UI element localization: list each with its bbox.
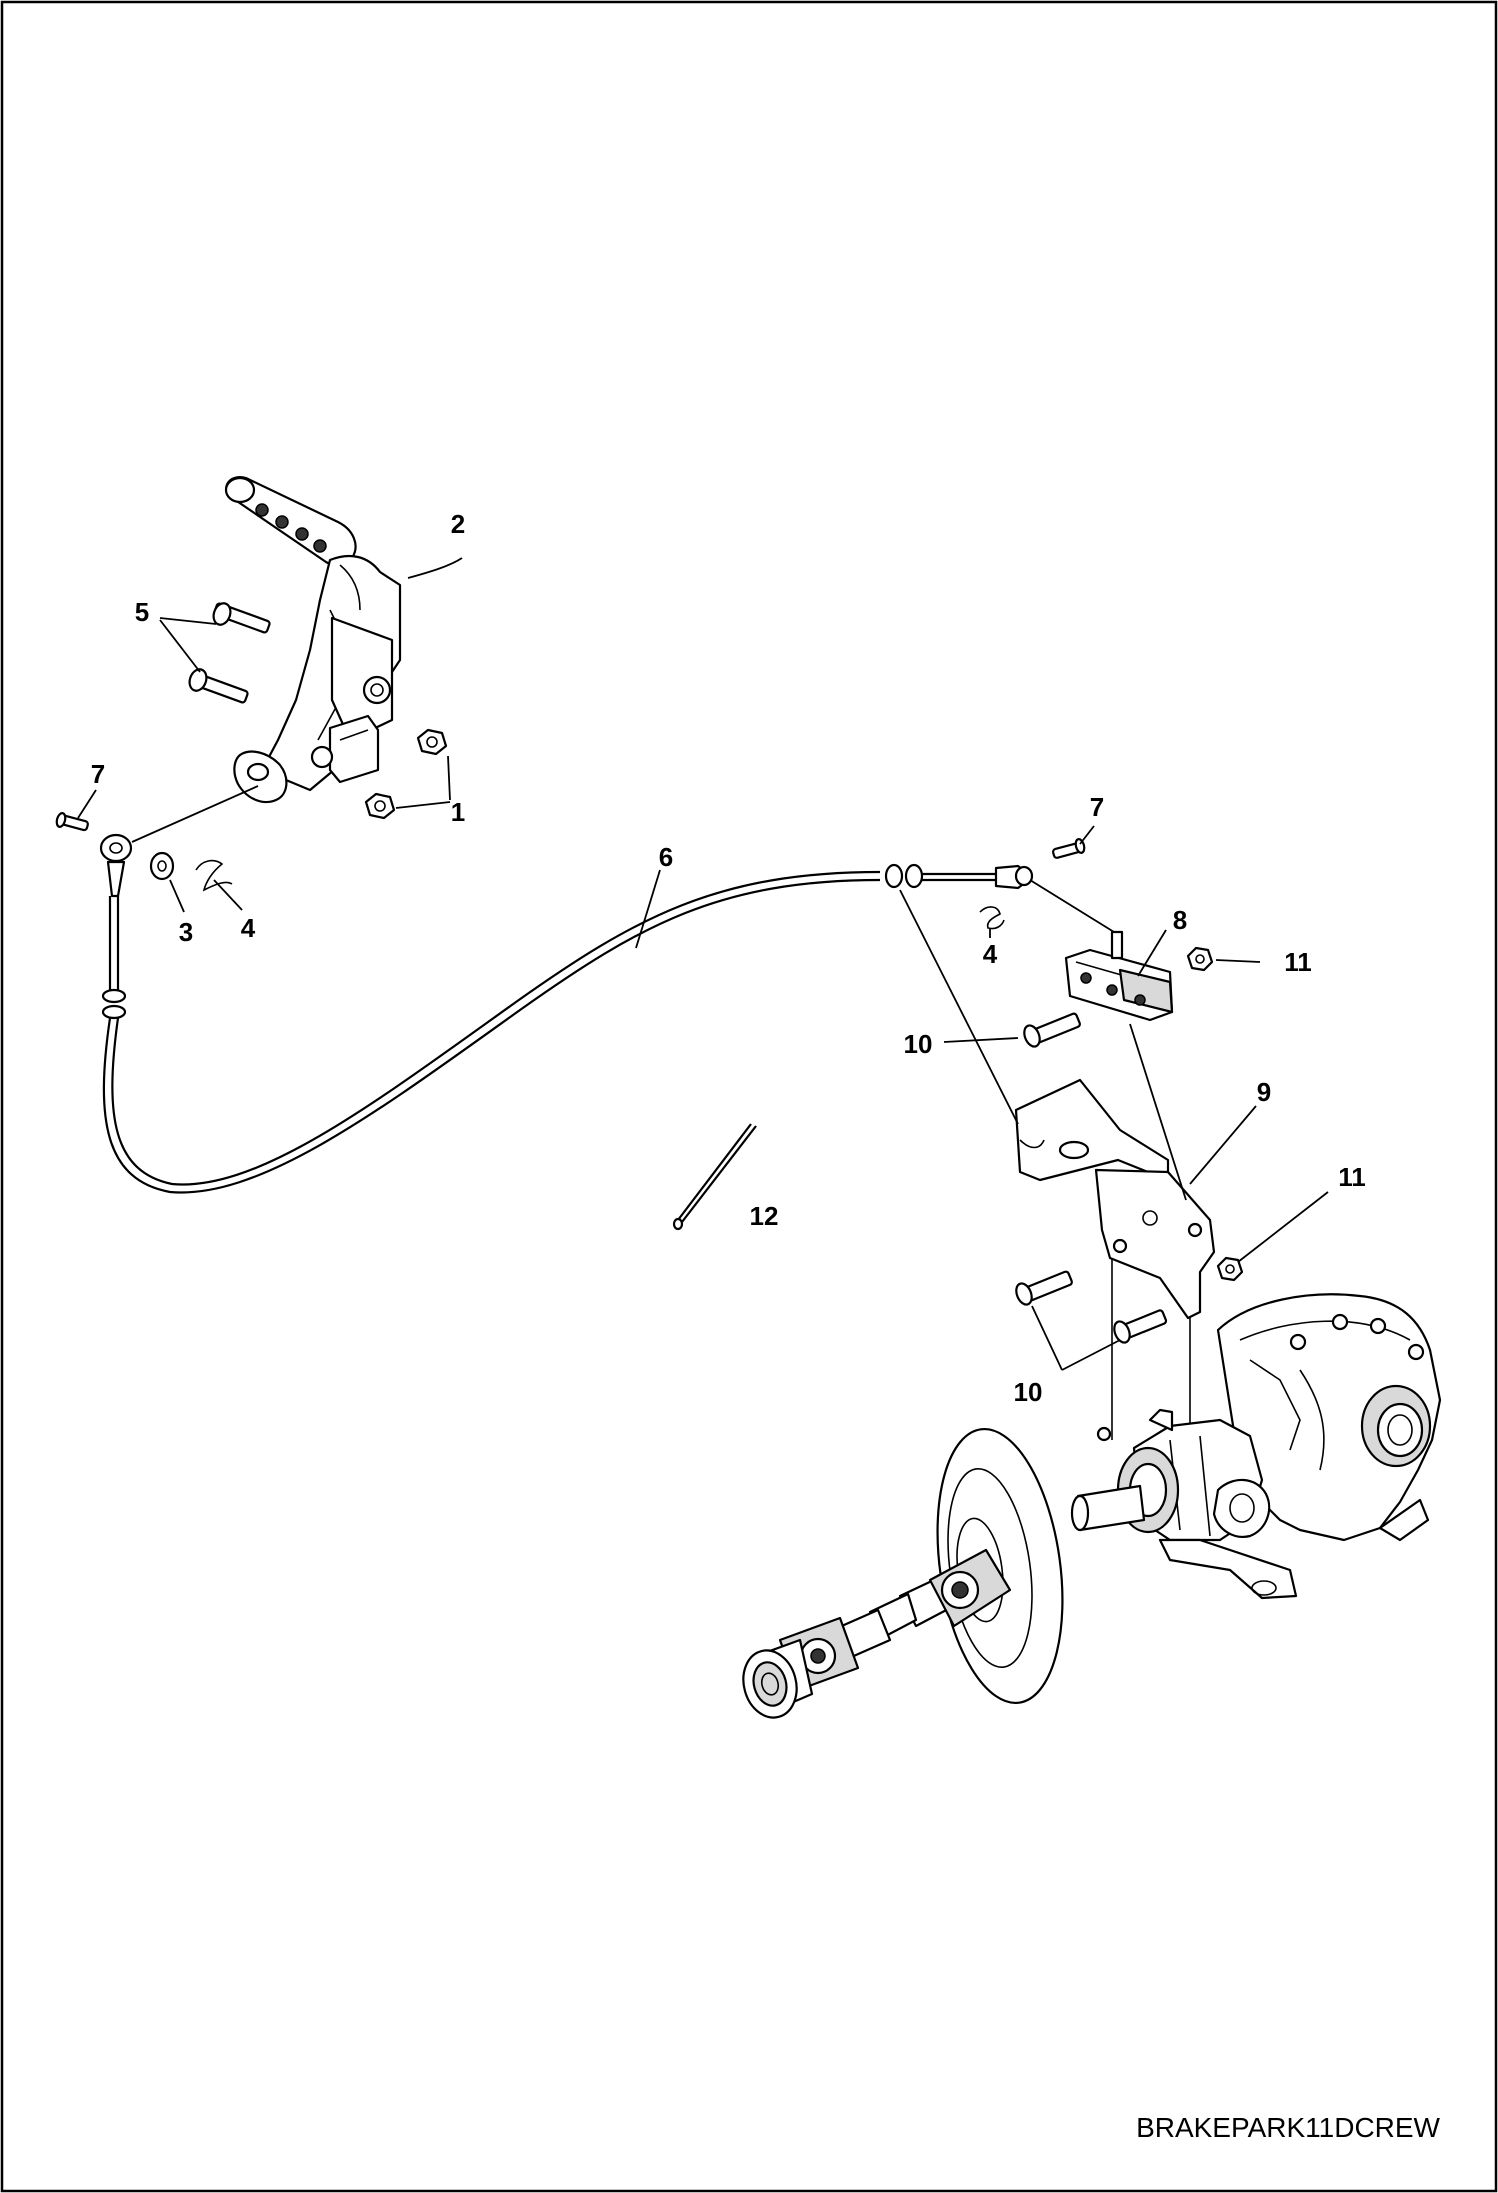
clevis-pin-left (55, 812, 89, 832)
parking-brake-lever (224, 476, 402, 804)
cable-tie (672, 1123, 757, 1231)
caliper-nut (1186, 946, 1214, 972)
callout-8: 8 (1173, 905, 1187, 935)
callout-7-right: 7 (1090, 792, 1104, 822)
clevis-pin-right (1052, 838, 1086, 859)
lever-nut-lower (364, 792, 396, 820)
cable-end-clevis-left (99, 833, 133, 1020)
lever-nut-upper (416, 728, 448, 756)
bracket-nut (1216, 1256, 1244, 1282)
brake-caliper (1064, 930, 1174, 1022)
callout-labels: 2 5 1 7 3 4 6 7 4 8 11 10 9 11 12 10 (91, 509, 1366, 1407)
drive-shaft (742, 1548, 1012, 1719)
bracket-bolt-lower (1113, 1309, 1168, 1344)
caliper-bolt (1023, 1012, 1081, 1048)
callout-7-left: 7 (91, 759, 105, 789)
caliper-bracket (1014, 1078, 1216, 1500)
callout-1: 1 (451, 797, 465, 827)
callout-6: 6 (659, 842, 673, 872)
callout-4-right: 4 (983, 939, 998, 969)
drawing-code: BRAKEPARK11DCREW (1136, 2112, 1440, 2143)
callout-12: 12 (750, 1201, 779, 1231)
callout-11-upper: 11 (1284, 947, 1312, 977)
callout-5: 5 (135, 597, 149, 627)
parking-brake-cable (102, 863, 1034, 1194)
callout-3: 3 (179, 917, 193, 947)
callout-10-lower: 10 (1014, 1377, 1043, 1407)
callout-4-left: 4 (241, 913, 256, 943)
callout-10-upper: 10 (904, 1029, 933, 1059)
hair-pin-clip-left (195, 859, 233, 892)
bracket-bolt-upper (1015, 1270, 1073, 1306)
callout-2: 2 (451, 509, 465, 539)
hair-pin-clip-right (979, 906, 1005, 930)
differential-assembly (1070, 1293, 1442, 1600)
lever-mounting-bolt-lower (188, 668, 249, 704)
washer (149, 851, 175, 881)
callout-9: 9 (1257, 1077, 1271, 1107)
callout-11-lower: 11 (1338, 1162, 1366, 1192)
leader-lines (77, 557, 1329, 1371)
brake-disc (936, 1427, 1064, 1705)
lever-mounting-bolt-upper (212, 602, 271, 634)
